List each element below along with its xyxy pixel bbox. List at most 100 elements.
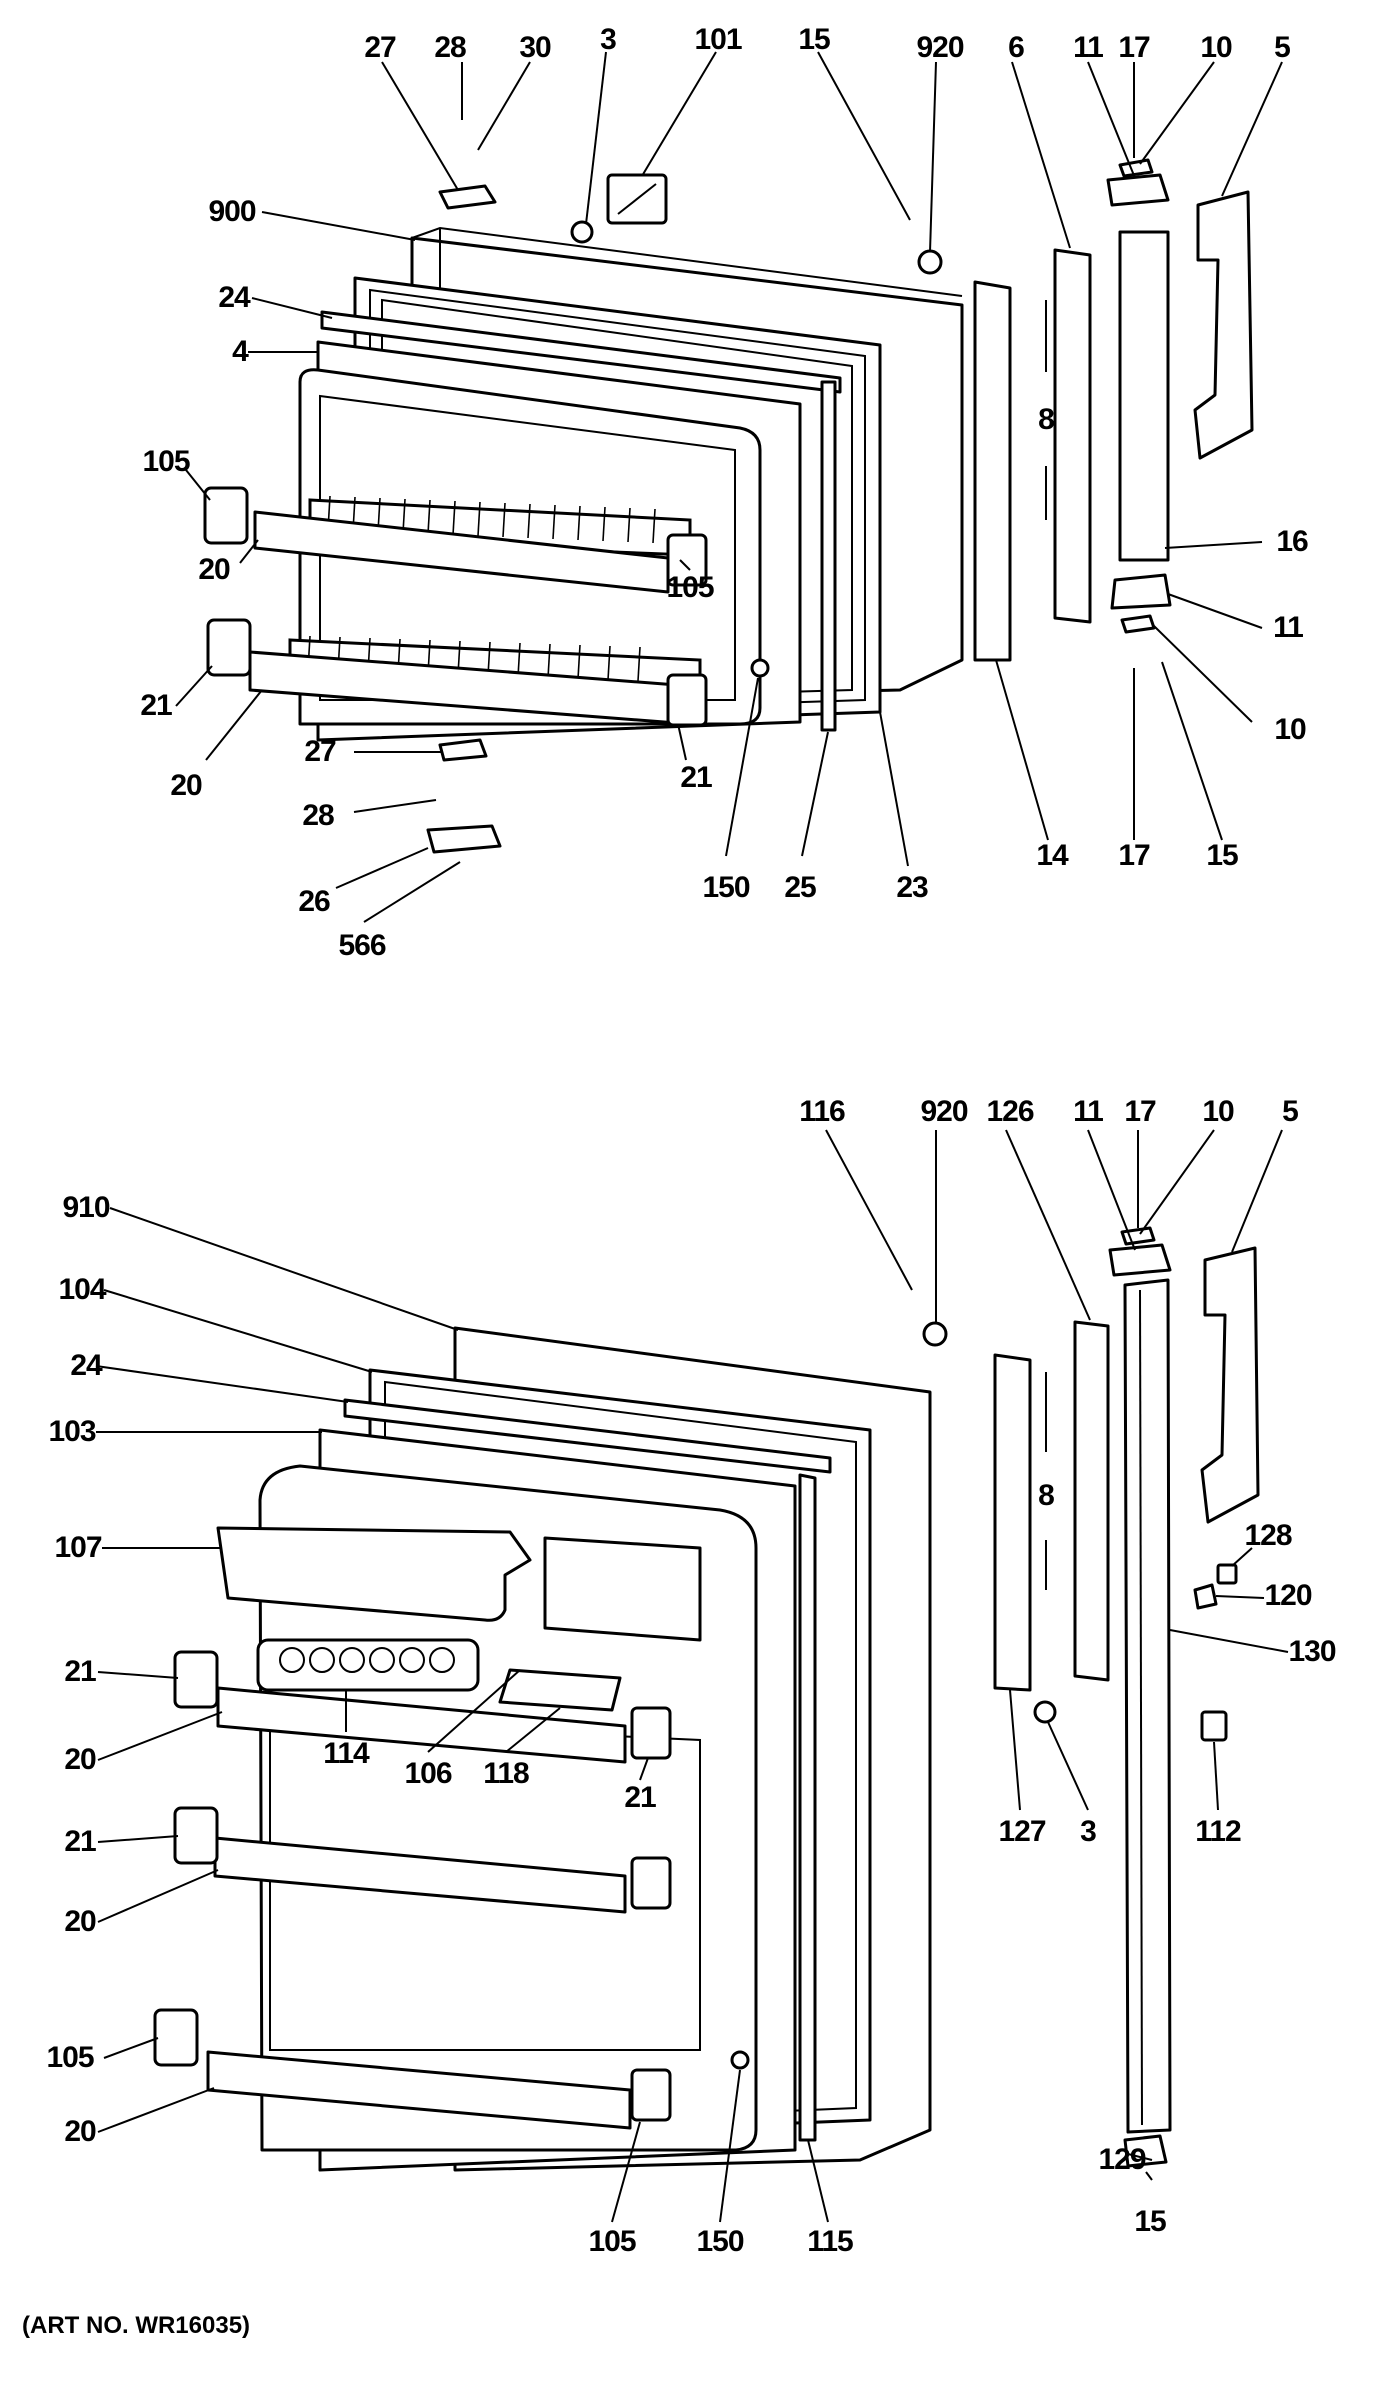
- callout-11c: 11: [1073, 1095, 1104, 1128]
- mullion-14: [973, 280, 1012, 662]
- bracket-21-a: [173, 1650, 219, 1709]
- callout-20c: 20: [64, 1743, 96, 1776]
- callout-10c: 10: [1202, 1095, 1234, 1128]
- callout-8b: 8: [1038, 1479, 1055, 1512]
- gasket-strip-25: [820, 380, 837, 732]
- bracket-105-d: [630, 2068, 672, 2122]
- callout-150a: 150: [702, 871, 750, 904]
- callout-116: 116: [799, 1095, 845, 1128]
- egg-cups: [279, 1647, 455, 1673]
- callout-21d: 21: [624, 1781, 656, 1814]
- clip-10-c: [1120, 1226, 1156, 1246]
- callout-27b: 27: [304, 735, 336, 768]
- art-number: (ART NO. WR16035): [22, 2312, 251, 2339]
- hinge-plate-26: [426, 824, 502, 854]
- callout-103: 103: [48, 1415, 96, 1448]
- callout-150b: 150: [696, 2225, 744, 2258]
- callout-106: 106: [404, 1757, 452, 1790]
- callout-11: 11: [1073, 31, 1104, 64]
- callout-21a: 21: [140, 689, 172, 722]
- callout-112: 112: [1195, 1815, 1241, 1848]
- callout-130: 130: [1288, 1635, 1336, 1668]
- callout-28b: 28: [302, 799, 334, 832]
- breaker-strip-24-bottom: [343, 1398, 832, 1474]
- callout-126: 126: [986, 1095, 1034, 1128]
- handle-cap-11-c: [1108, 1243, 1172, 1277]
- end-cap-129: [1123, 2134, 1168, 2168]
- callout-118: 118: [483, 1757, 529, 1790]
- handle-channel-130: [1123, 1278, 1172, 2134]
- shelf-bar-20-c: [206, 2050, 632, 2130]
- gasket-strip-115: [798, 1473, 817, 2142]
- callout-114: 114: [323, 1737, 369, 1770]
- callout-900: 900: [208, 195, 256, 228]
- callout-3b: 3: [1080, 1815, 1097, 1848]
- callout-27: 27: [364, 31, 396, 64]
- butter-door-107: [216, 1526, 532, 1622]
- callout-910: 910: [62, 1191, 110, 1224]
- callout-17b: 17: [1118, 839, 1150, 872]
- callout-16: 16: [1276, 525, 1308, 558]
- callout-129: 129: [1098, 2143, 1146, 2176]
- callout-20e: 20: [64, 2115, 96, 2148]
- callout-21b: 21: [680, 761, 712, 794]
- hinge-27-top: [438, 184, 497, 210]
- callout-15: 15: [798, 23, 830, 56]
- hinge-rail-126: [1073, 1320, 1110, 1682]
- callout-128: 128: [1244, 1519, 1292, 1552]
- tray-118: [498, 1668, 622, 1712]
- plug-3: [570, 220, 594, 244]
- callout-6: 6: [1008, 31, 1025, 64]
- bracket-105-left: [203, 486, 249, 545]
- callout-5: 5: [1274, 31, 1291, 64]
- callout-101: 101: [694, 23, 742, 56]
- callout-17: 17: [1118, 31, 1150, 64]
- callout-14: 14: [1036, 839, 1068, 872]
- breaker-strip-24: [320, 310, 842, 394]
- callout-5b: 5: [1282, 1095, 1299, 1128]
- bracket-21-c: [630, 1706, 672, 1760]
- callout-4: 4: [232, 335, 249, 368]
- callout-105c: 105: [46, 2041, 94, 2074]
- bracket-21-d: [630, 1856, 672, 1910]
- door-handle-5-bottom: [1200, 1246, 1260, 1524]
- callout-566: 566: [338, 929, 386, 962]
- callout-920: 920: [916, 31, 964, 64]
- callout-105d: 105: [588, 2225, 636, 2258]
- fresh-food-door-assembly: [153, 1226, 1260, 2172]
- bracket-21-right: [666, 673, 708, 727]
- leader-lines: [95, 51, 1289, 2223]
- part-128: [1216, 1563, 1238, 1585]
- callout-23: 23: [896, 871, 928, 904]
- handle-cap-11-top: [1106, 173, 1170, 207]
- callout-8: 8: [1038, 403, 1055, 436]
- callout-105b: 105: [666, 571, 714, 604]
- callout-30: 30: [519, 31, 551, 64]
- callout-920b: 920: [920, 1095, 968, 1128]
- bracket-21-b: [173, 1806, 219, 1865]
- callout-15c: 15: [1134, 2205, 1166, 2238]
- door-handle-5: [1193, 190, 1254, 460]
- callout-104: 104: [58, 1273, 106, 1306]
- callout-10: 10: [1200, 31, 1232, 64]
- callout-11b: 11: [1273, 611, 1304, 644]
- part-120: [1193, 1583, 1218, 1610]
- shelf-bar-20-upper: [253, 510, 670, 594]
- callout-21c: 21: [64, 1655, 96, 1688]
- callout-107: 107: [54, 1531, 102, 1564]
- handle-channel-16: [1118, 230, 1170, 562]
- screw-150-bottom: [730, 2050, 750, 2070]
- callout-20b: 20: [170, 769, 202, 802]
- bracket-105-right: [666, 533, 708, 587]
- callout-26: 26: [298, 885, 330, 918]
- plug-3-bottom: [1033, 1700, 1057, 1724]
- callout-24b: 24: [70, 1349, 102, 1382]
- fresh-food-liner-body: [258, 1464, 758, 2152]
- freezer-door-assembly: [203, 158, 1254, 854]
- callout-115: 115: [807, 2225, 853, 2258]
- callout-20a: 20: [198, 553, 230, 586]
- bracket-21-left: [206, 618, 252, 677]
- callout-127: 127: [998, 1815, 1046, 1848]
- clip-10-top: [1118, 158, 1154, 178]
